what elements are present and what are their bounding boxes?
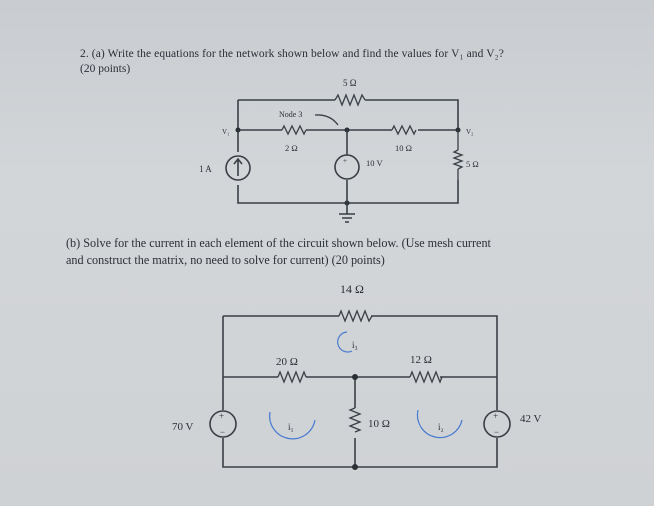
circuit-b-20ohm-label: 20 Ω: [276, 356, 298, 368]
circuit-b-70v-plus: +: [219, 411, 224, 421]
circuit-a-current-source-label: 1 A: [199, 164, 212, 174]
circuit-b-mesh-i2-label: i₂: [438, 422, 444, 432]
circuit-a-v2-label: V₂: [466, 128, 474, 136]
question-a-text: 2. (a) Write the equations for the netwo…: [80, 48, 504, 60]
circuit-b-mesh-i3-arrow: [337, 331, 353, 353]
circuit-b-70v-source: [209, 410, 237, 438]
circuit-b-42v-minus: −: [494, 427, 499, 437]
circuit-b-42v-label: 42 V: [520, 413, 542, 425]
circuit-a-2ohm-label: 2 Ω: [285, 143, 298, 153]
circuit-a-right-resistor: [452, 130, 464, 180]
question-a-points: (20 points): [80, 63, 131, 75]
circuit-b-10ohm-label: 10 Ω: [368, 418, 390, 430]
circuit-a-ground-symbol: [339, 203, 355, 223]
circuit-b-top-resistor-label: 14 Ω: [340, 282, 364, 296]
circuit-a-vsource-plus: +: [343, 157, 347, 165]
circuit-a-current-source: [225, 155, 251, 181]
circuit-b-12ohm-label: 12 Ω: [410, 354, 432, 366]
question-b-points: and construct the matrix, no need to sol…: [66, 253, 385, 267]
circuit-b-mesh-i1-label: i₁: [288, 422, 294, 432]
circuit-b-20ohm-resistor: [277, 370, 307, 384]
circuit-b-42v-plus: +: [493, 411, 498, 421]
circuit-a-node3-arrow: [314, 114, 339, 126]
circuit-b-mesh-i3-label: i₃: [352, 340, 358, 350]
circuit-b-mesh-i2-arrow: [416, 409, 463, 439]
circuit-b-14ohm-resistor: [338, 309, 373, 323]
circuit-b-bottom-node: [352, 464, 358, 470]
circuit-b-12ohm-resistor: [409, 370, 443, 384]
circuit-a-10ohm-label: 10 Ω: [395, 143, 412, 153]
circuit-b-10ohm-resistor: [348, 407, 362, 433]
circuit-a-node3-label: Node 3: [279, 110, 302, 119]
circuit-b-top-node: [352, 374, 358, 380]
circuit-a-node-v1: [235, 127, 241, 133]
circuit-b-top-wire: [222, 315, 498, 468]
circuit-a-top-wire: [238, 99, 459, 130]
circuit-b-mesh-i1-arrow: [269, 411, 316, 440]
circuit-a-right-resistor-label: 5 Ω: [466, 159, 479, 169]
circuit-a-10ohm-resistor: [391, 124, 417, 136]
circuit-b-42v-source: [483, 410, 511, 438]
circuit-a-v1-label: V₁: [222, 128, 230, 136]
circuit-a-voltage-source: [334, 154, 360, 180]
circuit-a-top-resistor-label: 5 Ω: [343, 78, 357, 88]
question-b-text: (b) Solve for the current in each elemen…: [66, 236, 491, 250]
circuit-a-voltage-label: 10 V: [366, 158, 383, 168]
circuit-a-top-resistor: [334, 93, 366, 107]
circuit-b-70v-minus: −: [220, 427, 225, 437]
circuit-a-2ohm-resistor: [281, 124, 307, 136]
circuit-a-current-arrow: [233, 157, 243, 176]
circuit-b-70v-label: 70 V: [172, 421, 194, 433]
